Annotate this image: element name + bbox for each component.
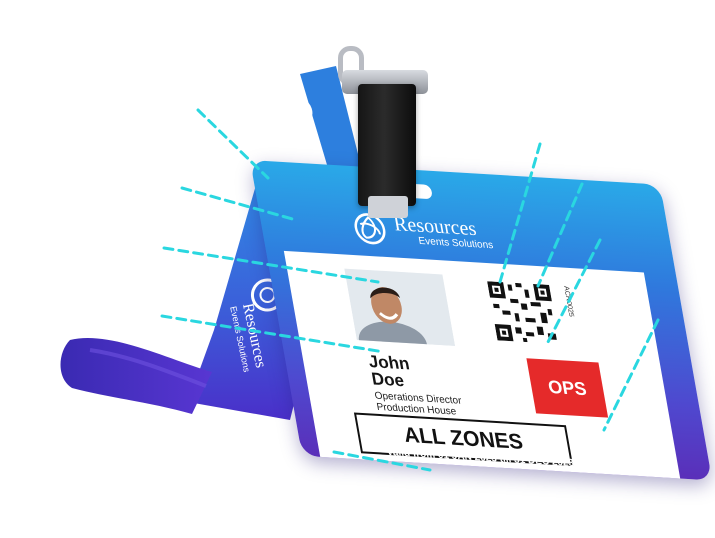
card-info-panel: ACR0025 John Doe Operations Director Pro… — [283, 250, 685, 481]
callout-line-qr — [498, 142, 542, 284]
person-photo — [344, 268, 455, 346]
callout-line-logo — [180, 186, 298, 222]
id-badge-card: Resources Events Solutions — [250, 160, 713, 481]
clip-body — [358, 84, 416, 206]
callout-line-ops — [544, 238, 602, 348]
callout-line-name — [160, 314, 386, 354]
callout-line-areas — [602, 318, 660, 432]
callout-line-validity — [332, 450, 432, 472]
lanyard-folded-end — [60, 337, 212, 414]
celtic-knot-logo-icon — [354, 213, 386, 245]
qr-code — [487, 281, 560, 345]
card-brand: Resources Events Solutions — [350, 210, 495, 253]
callout-line-photo — [162, 246, 380, 284]
callout-line-code — [536, 182, 584, 288]
callout-line-strap — [196, 108, 270, 180]
clip-jaw — [368, 196, 408, 218]
